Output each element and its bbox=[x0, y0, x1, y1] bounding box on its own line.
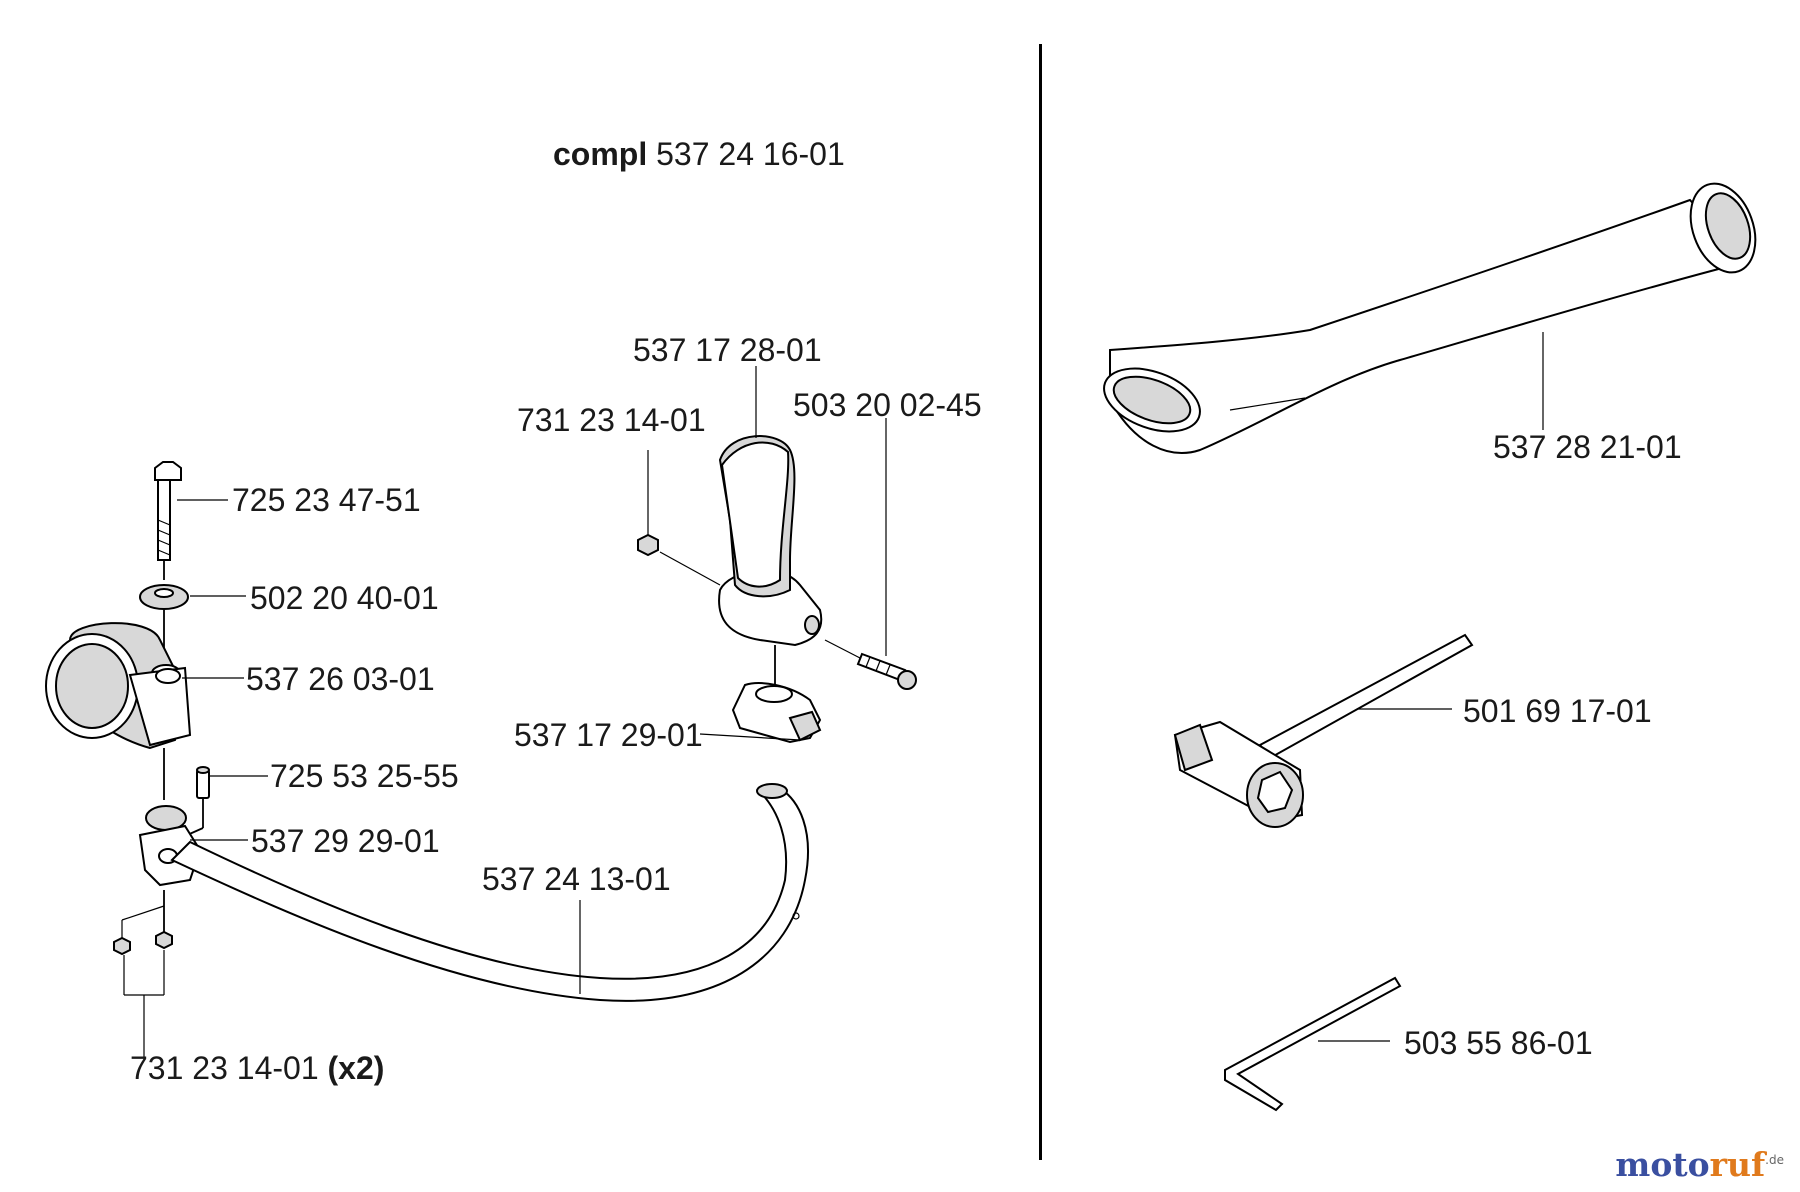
loop-tube-537-24-13-01 bbox=[170, 783, 809, 1002]
nuts-731-23-14-01-x2 bbox=[113, 930, 173, 956]
label-503-55-86-01: 503 55 86-01 bbox=[1404, 1025, 1593, 1061]
watermark-text-b: ruf bbox=[1709, 1145, 1766, 1184]
bolt-725-23-47-51 bbox=[154, 461, 182, 561]
label-725-53-25-55: 725 53 25-55 bbox=[270, 758, 459, 794]
watermark-text-a: moto bbox=[1615, 1145, 1710, 1184]
nut-731-23-14-01 bbox=[637, 533, 659, 557]
label-537-24-13-01: 537 24 13-01 bbox=[482, 861, 671, 897]
qty-x2: (x2) bbox=[327, 1050, 385, 1086]
washer-502-20-40-01 bbox=[139, 584, 189, 610]
loop-handle-assembly bbox=[45, 366, 917, 1060]
label-537-17-28-01: 537 17 28-01 bbox=[633, 332, 822, 368]
assembly-label: compl 537 24 16-01 bbox=[553, 138, 845, 170]
nozzle-537-28-21-01 bbox=[1103, 182, 1757, 454]
label-537-28-21-01: 537 28 21-01 bbox=[1493, 429, 1682, 465]
clamp-537-17-29-01 bbox=[731, 682, 822, 744]
compl-number: 537 24 16-01 bbox=[656, 136, 845, 172]
watermark-suffix: .de bbox=[1765, 1153, 1784, 1167]
section-divider bbox=[1039, 44, 1042, 1160]
watermark-logo: motoruf.de bbox=[1615, 1145, 1784, 1184]
screw-503-20-02-45 bbox=[856, 652, 917, 690]
label-731-23-14-01-number: 731 23 14-01 bbox=[130, 1050, 319, 1086]
spanner-501-69-17-01 bbox=[1173, 633, 1474, 828]
bracket-537-29-29-01 bbox=[138, 805, 202, 887]
hex-key-503-55-86-01 bbox=[1224, 976, 1402, 1112]
label-537-17-29-01: 537 17 29-01 bbox=[514, 717, 703, 753]
compl-word: compl bbox=[553, 136, 648, 172]
label-503-20-02-45: 503 20 02-45 bbox=[793, 387, 982, 423]
label-731-23-14-01: 731 23 14-01 bbox=[517, 402, 706, 438]
grip-537-17-28-01 bbox=[718, 435, 823, 647]
label-501-69-17-01: 501 69 17-01 bbox=[1463, 693, 1652, 729]
label-725-23-47-51: 725 23 47-51 bbox=[232, 482, 421, 518]
label-731-23-14-01-x2: 731 23 14-01 (x2) bbox=[130, 1052, 384, 1084]
screw-725-53-25-55 bbox=[196, 766, 210, 799]
clamp-537-26-03-01 bbox=[45, 622, 192, 750]
accessories bbox=[1103, 182, 1757, 1112]
label-502-20-40-01: 502 20 40-01 bbox=[250, 580, 439, 616]
label-537-29-29-01: 537 29 29-01 bbox=[251, 823, 440, 859]
label-537-26-03-01: 537 26 03-01 bbox=[246, 661, 435, 697]
